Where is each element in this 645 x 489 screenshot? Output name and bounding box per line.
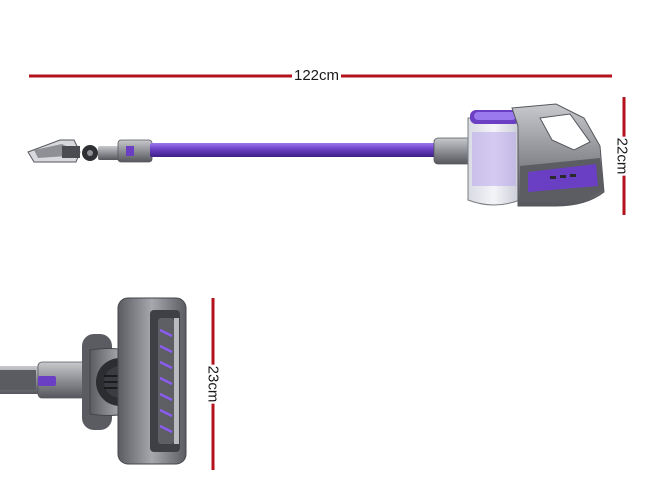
length-label: 122cm (292, 67, 342, 84)
floor-head-nozzle (27, 139, 153, 163)
extension-tube (150, 143, 436, 157)
brush-bristles (159, 328, 173, 434)
vacuum-side-view (27, 103, 605, 207)
head-length-label: 23cm (204, 364, 222, 404)
height-label: 22cm (613, 136, 631, 176)
floor-head-closeup (0, 297, 187, 465)
handheld-unit (467, 103, 605, 207)
